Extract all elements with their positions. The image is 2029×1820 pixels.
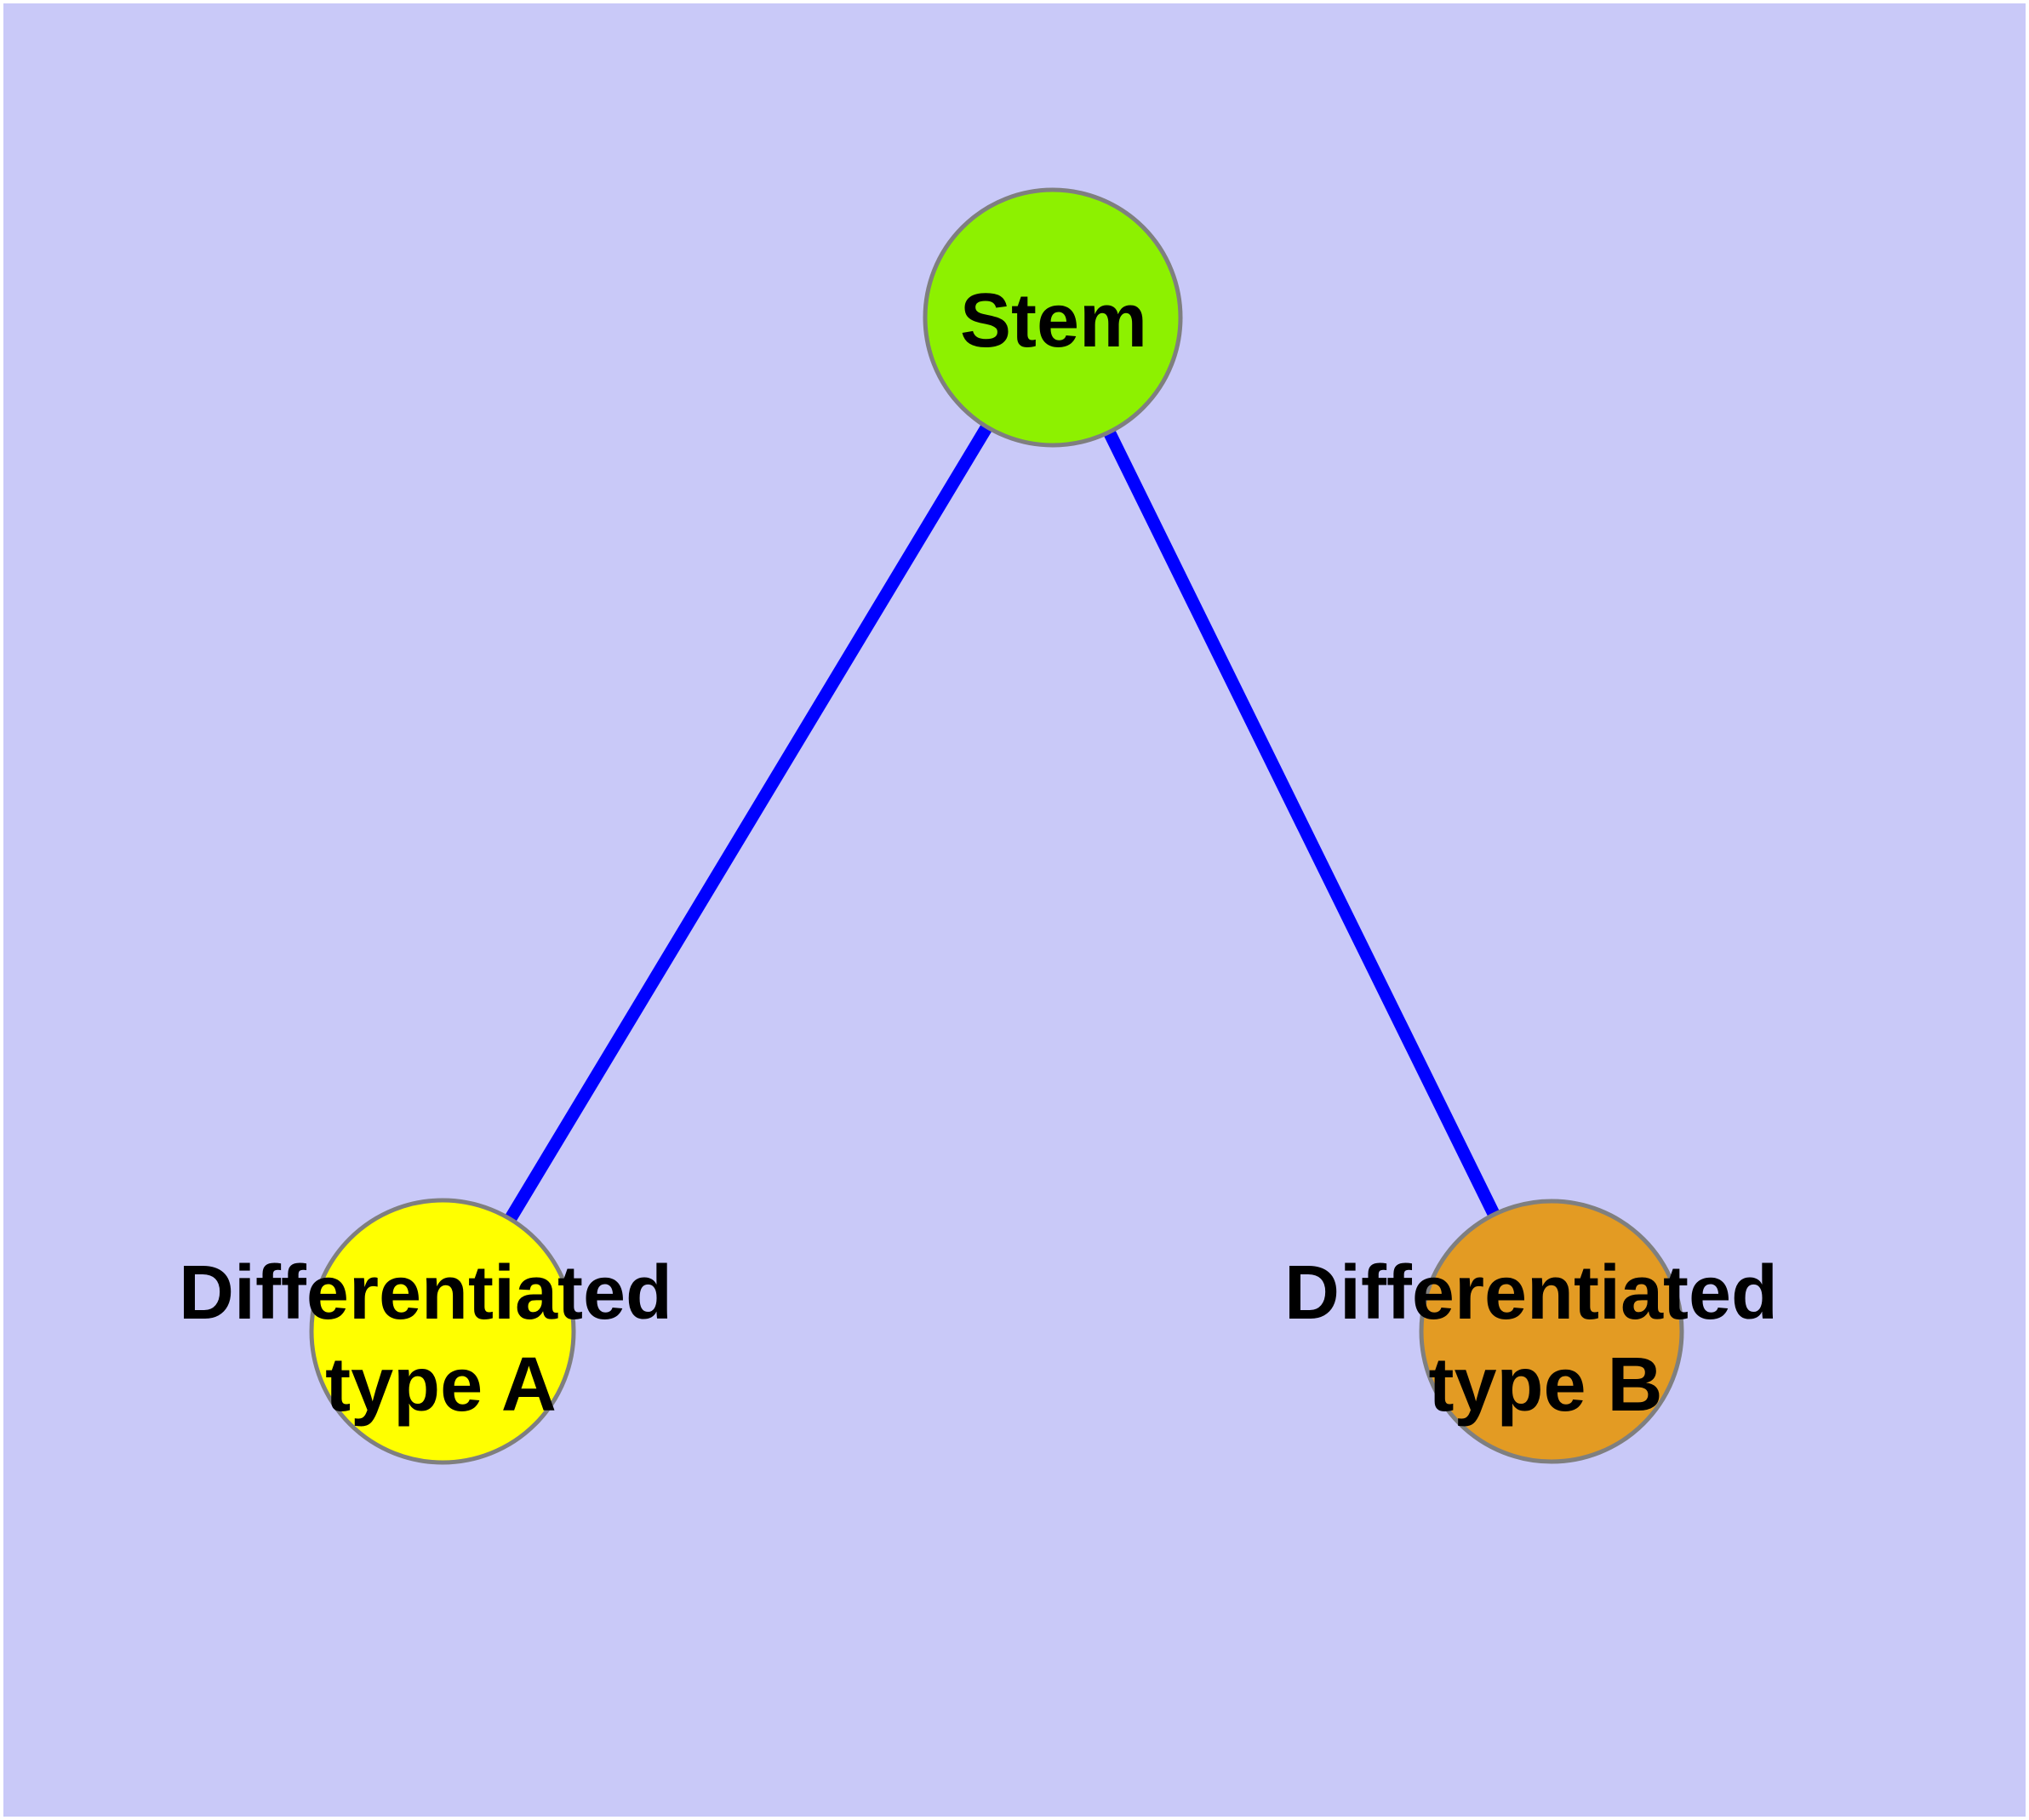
node-differentiated-type-a-label-line1: Differentiated (179, 1251, 672, 1336)
node-differentiated-type-b-label-line2: type B (1428, 1342, 1662, 1428)
node-differentiated-type-b-label-line1: Differentiated (1284, 1251, 1778, 1336)
node-differentiated-type-a-label-line2: type A (325, 1342, 557, 1428)
edge-stem-to-type-b (1047, 314, 1557, 1335)
node-differentiated-type-b (1419, 1199, 1684, 1464)
node-stem (923, 187, 1183, 448)
edge-stem-to-type-a (437, 314, 1059, 1335)
node-stem-label: Stem (960, 278, 1147, 363)
node-differentiated-type-a (309, 1198, 576, 1465)
